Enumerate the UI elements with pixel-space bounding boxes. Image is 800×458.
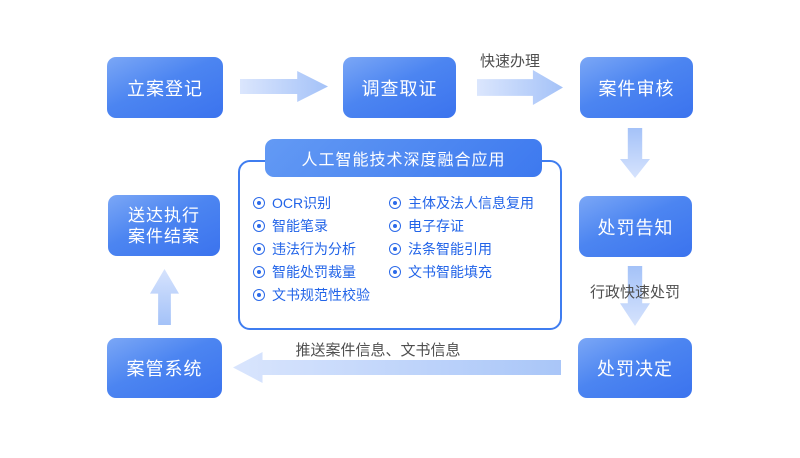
list-item: 智能处罚裁量 xyxy=(253,260,370,283)
label-admin-fast-penalty: 行政快速处罚 xyxy=(590,284,681,301)
circled-dot-icon xyxy=(253,219,265,232)
circled-dot-icon xyxy=(389,265,401,278)
node-case-review: 案件审核 xyxy=(580,57,693,118)
list-item: 电子存证 xyxy=(389,214,534,237)
label-fast-processing: 快速办理 xyxy=(480,53,541,70)
circled-dot-icon xyxy=(389,219,401,232)
circled-dot-icon xyxy=(253,242,265,255)
circled-dot-icon xyxy=(253,288,265,301)
ai-item-label: OCR识别 xyxy=(272,194,332,211)
ai-item-label: 文书智能填充 xyxy=(408,263,492,280)
node-label: 处罚告知 xyxy=(597,217,674,238)
ai-item-label: 违法行为分析 xyxy=(272,240,356,257)
ai-item-label: 主体及法人信息复用 xyxy=(408,194,534,211)
node-service-execution: 送达执行 案件结案 xyxy=(108,195,220,256)
ai-item-label: 法条智能引用 xyxy=(408,240,492,257)
circled-dot-icon xyxy=(253,196,265,209)
ai-panel-title: 人工智能技术深度融合应用 xyxy=(265,139,542,177)
ai-panel-left-column: OCR识别 智能笔录 违法行为分析 智能处罚裁量 文书规范性校验 xyxy=(253,191,370,306)
node-penalty-notice: 处罚告知 xyxy=(579,196,692,257)
arrow-right-investigation-to-review xyxy=(477,70,563,105)
node-penalty-decision: 处罚决定 xyxy=(578,338,692,398)
ai-panel-right-column: 主体及法人信息复用 电子存证 法条智能引用 文书智能填充 xyxy=(389,191,534,283)
arrow-down-review-to-notice xyxy=(620,128,650,178)
node-label-line2: 案件结案 xyxy=(128,226,200,246)
circled-dot-icon xyxy=(389,242,401,255)
node-label: 案管系统 xyxy=(126,359,203,379)
circled-dot-icon xyxy=(389,196,401,209)
ai-item-label: 智能处罚裁量 xyxy=(272,263,356,280)
arrow-right-registration-to-investigation xyxy=(240,71,328,102)
arrow-up-system-to-execution xyxy=(150,269,179,325)
node-case-registration: 立案登记 xyxy=(107,57,223,118)
node-investigation: 调查取证 xyxy=(343,57,456,118)
list-item: 违法行为分析 xyxy=(253,237,370,260)
ai-panel xyxy=(238,160,562,330)
label-push-info: 推送案件信息、文书信息 xyxy=(295,342,461,359)
node-label: 案件审核 xyxy=(598,78,675,99)
node-label: 调查取证 xyxy=(361,78,438,99)
ai-item-label: 电子存证 xyxy=(408,217,464,234)
node-label: 处罚决定 xyxy=(597,359,673,379)
list-item: 智能笔录 xyxy=(253,214,370,237)
list-item: 法条智能引用 xyxy=(389,237,534,260)
list-item: 文书智能填充 xyxy=(389,260,534,283)
list-item: OCR识别 xyxy=(253,191,370,214)
ai-panel-title-text: 人工智能技术深度融合应用 xyxy=(301,152,506,169)
node-label-line1: 送达执行 xyxy=(128,205,200,225)
node-label: 立案登记 xyxy=(127,78,203,99)
list-item: 文书规范性校验 xyxy=(253,283,370,306)
list-item: 主体及法人信息复用 xyxy=(389,191,534,214)
node-case-mgmt-system: 案管系统 xyxy=(107,338,222,398)
ai-item-label: 智能笔录 xyxy=(272,217,328,234)
circled-dot-icon xyxy=(253,265,265,278)
ai-item-label: 文书规范性校验 xyxy=(272,286,370,303)
